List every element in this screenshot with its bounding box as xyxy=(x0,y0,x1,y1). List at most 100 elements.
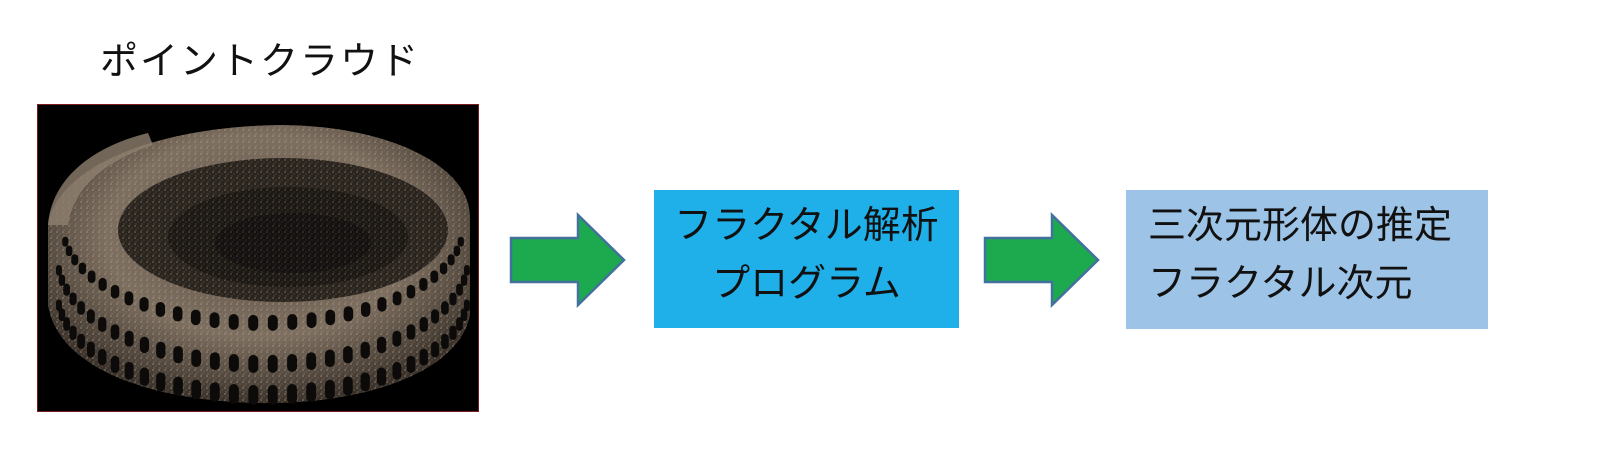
arch-opening xyxy=(431,341,439,358)
arch-opening xyxy=(173,376,183,396)
arch-opening xyxy=(457,236,464,247)
arch-opening xyxy=(447,254,455,266)
box1-line1: フラクタル解析 xyxy=(674,203,939,247)
arch-opening xyxy=(124,330,134,347)
arch-opening xyxy=(453,245,461,257)
arch-opening xyxy=(325,349,335,368)
arch-opening xyxy=(58,274,66,286)
arch-opening xyxy=(430,270,439,283)
arch-opening xyxy=(377,336,387,354)
arch-opening xyxy=(419,348,428,366)
arch-opening xyxy=(449,325,457,340)
box2-line1: 三次元形体の推定 xyxy=(1148,203,1453,247)
arch-opening xyxy=(69,292,77,306)
arch-opening xyxy=(377,297,387,312)
arch-opening xyxy=(419,317,428,332)
box1-line2: プログラム xyxy=(712,261,901,305)
arch-opening xyxy=(287,314,298,330)
arch-opening xyxy=(267,354,278,373)
right-arrow-icon xyxy=(509,212,626,308)
arch-opening xyxy=(439,262,448,275)
arch-opening xyxy=(209,382,220,402)
arch-opening xyxy=(77,301,85,315)
arch-opening xyxy=(98,317,107,332)
arch-opening xyxy=(464,265,470,276)
arch-opening xyxy=(248,384,259,405)
box2-line2: フラクタル次元 xyxy=(1148,261,1413,305)
arch-opening xyxy=(406,324,416,340)
arch-opening xyxy=(110,324,120,340)
arch-opening xyxy=(228,384,239,404)
arch-opening xyxy=(456,283,463,296)
arch-opening xyxy=(392,291,402,306)
fractal-analysis-program-box: フラクタル解析 プログラム xyxy=(654,190,959,328)
arch-opening xyxy=(124,361,134,380)
arch-opening xyxy=(267,314,278,331)
arch-opening xyxy=(449,292,457,306)
arch-opening xyxy=(63,317,70,331)
arch-opening xyxy=(172,306,183,322)
arch-opening xyxy=(441,333,449,349)
arch-opening xyxy=(71,254,79,266)
arch-opening xyxy=(343,376,353,396)
arch-opening xyxy=(139,297,149,312)
arch-opening xyxy=(98,277,107,291)
arch-opening xyxy=(406,284,416,299)
arch-opening xyxy=(343,306,354,322)
arch-opening xyxy=(419,277,428,291)
arch-opening xyxy=(392,361,402,380)
point-cloud-title: ポイントクラウド xyxy=(100,39,421,83)
arch-opening xyxy=(460,308,468,322)
arch-opening xyxy=(456,317,463,331)
arch-opening xyxy=(287,354,298,372)
arch-opening xyxy=(361,302,371,317)
arch-opening xyxy=(190,309,201,326)
arch-opening xyxy=(78,262,87,275)
arch-opening xyxy=(248,314,259,331)
arch-opening xyxy=(173,346,183,364)
arch-opening xyxy=(69,325,77,340)
arch-opening xyxy=(56,265,62,276)
arch-opening xyxy=(460,274,468,286)
arch-opening xyxy=(377,367,387,386)
arch-opening xyxy=(63,283,70,296)
arch-opening xyxy=(325,379,335,400)
arch-opening xyxy=(139,336,149,354)
arch-opening xyxy=(431,309,439,324)
arch-opening xyxy=(124,291,134,306)
arch-opening xyxy=(360,372,370,392)
arch-opening xyxy=(287,384,298,404)
arch-opening xyxy=(56,299,62,312)
arch-opening xyxy=(267,384,278,405)
shape-estimation-box: 三次元形体の推定 フラクタル次元 xyxy=(1126,190,1488,329)
arch-opening xyxy=(306,352,317,370)
arch-opening xyxy=(325,309,336,326)
arch-opening xyxy=(209,352,220,370)
arch-opening xyxy=(139,367,149,386)
arch-opening xyxy=(228,314,239,330)
arch-opening xyxy=(110,355,120,373)
arch-opening xyxy=(306,312,317,329)
arch-opening xyxy=(306,382,317,402)
arch-opening xyxy=(209,312,220,329)
arch-opening xyxy=(228,354,239,372)
arch-opening xyxy=(58,308,66,322)
arch-opening xyxy=(77,333,85,349)
arch-opening xyxy=(441,301,449,315)
arch-opening xyxy=(406,355,416,373)
arch-opening xyxy=(392,330,402,347)
arch-opening xyxy=(98,348,107,366)
arch-opening xyxy=(87,270,96,283)
arch-opening xyxy=(86,341,95,358)
arch-opening xyxy=(86,309,95,324)
arch-opening xyxy=(110,284,120,299)
colosseum-structure xyxy=(48,125,470,405)
arch-opening xyxy=(191,379,202,400)
arch-opening xyxy=(155,302,166,317)
arch-opening xyxy=(156,341,166,359)
arch-opening xyxy=(156,372,166,392)
arch-opening xyxy=(248,354,259,373)
arch-opening xyxy=(343,346,353,364)
colosseum-point-cloud-graphic xyxy=(38,105,478,411)
arch-opening xyxy=(360,341,370,359)
